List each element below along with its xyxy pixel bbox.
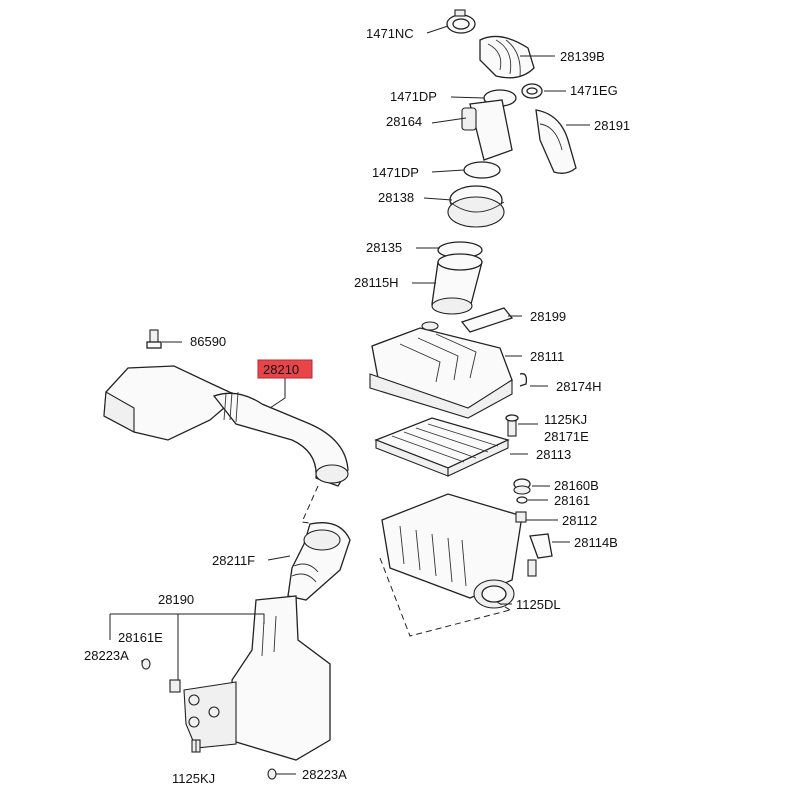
label-28161E: 28161E — [118, 630, 163, 645]
bolt-1125KJ-a — [505, 414, 519, 437]
label-28112: 28112 — [562, 513, 597, 528]
label-28111: 28111 — [530, 349, 564, 364]
label-1125KJ-a: 1125KJ — [544, 412, 587, 427]
intake-duct-28210 — [103, 365, 349, 487]
label-1125KJ-b: 1125KJ — [172, 771, 215, 786]
label-28164: 28164 — [386, 114, 422, 129]
clip-28174H — [519, 373, 528, 387]
plug-28223A-b — [267, 768, 277, 780]
grommet-28160B — [513, 478, 531, 495]
label-1125DL: 1125DL — [516, 597, 561, 612]
label-28191: 28191 — [594, 118, 630, 133]
label-86590: 86590 — [190, 334, 226, 349]
clamp-1471EG — [521, 83, 543, 99]
bushing-28161 — [516, 496, 528, 504]
highlight-28210 — [257, 359, 313, 379]
air-filter-28113 — [374, 417, 510, 477]
label-28171E: 28171E — [544, 429, 589, 444]
label-28174H: 28174H — [556, 379, 602, 394]
plug-28223A-a — [141, 658, 151, 670]
label-28211F: 28211F — [212, 553, 255, 568]
label-28139B: 28139B — [560, 49, 605, 64]
hose-28211F — [287, 522, 351, 601]
label-28190: 28190 — [158, 592, 194, 607]
label-28114B: 28114B — [574, 535, 618, 550]
air-cleaner-body-28112 — [381, 493, 527, 609]
label-28161: 28161 — [554, 493, 590, 508]
duct-28138 — [447, 185, 505, 228]
label-1471EG: 1471EG — [570, 83, 618, 98]
label-28135: 28135 — [366, 240, 402, 255]
resonator-28190 — [183, 595, 331, 761]
part-labels: 1471NC 28139B 1471EG 1471DP 28164 28191 … — [84, 26, 630, 786]
clamp-1471DP-b — [463, 161, 501, 179]
hose-28139B — [479, 35, 535, 79]
air-cleaner-cover-28111 — [369, 321, 513, 419]
label-28113: 28113 — [536, 447, 571, 462]
label-28223A-b: 28223A — [302, 767, 347, 782]
label-1471NC: 1471NC — [366, 26, 414, 41]
hose-28191 — [535, 109, 577, 174]
bolt-28161E — [169, 679, 181, 693]
label-1471DP-b: 1471DP — [372, 165, 419, 180]
label-28160B: 28160B — [554, 478, 599, 493]
label-28199: 28199 — [530, 309, 566, 324]
label-28223A-a: 28223A — [84, 648, 129, 663]
label-28210: 28210 — [263, 362, 299, 377]
clamp-1471NC — [446, 9, 476, 34]
label-28199 — [460, 307, 514, 333]
sensor-28164 — [461, 99, 513, 161]
label-28115H: 28115H — [354, 275, 399, 290]
bolt-86590 — [146, 329, 162, 349]
bolt-1125DL — [527, 559, 537, 577]
label-1471DP-a: 1471DP — [390, 89, 437, 104]
leader-lines — [109, 25, 590, 775]
label-28138: 28138 — [378, 190, 414, 205]
duct-28115H — [431, 253, 483, 315]
bracket-28114B — [529, 533, 553, 559]
